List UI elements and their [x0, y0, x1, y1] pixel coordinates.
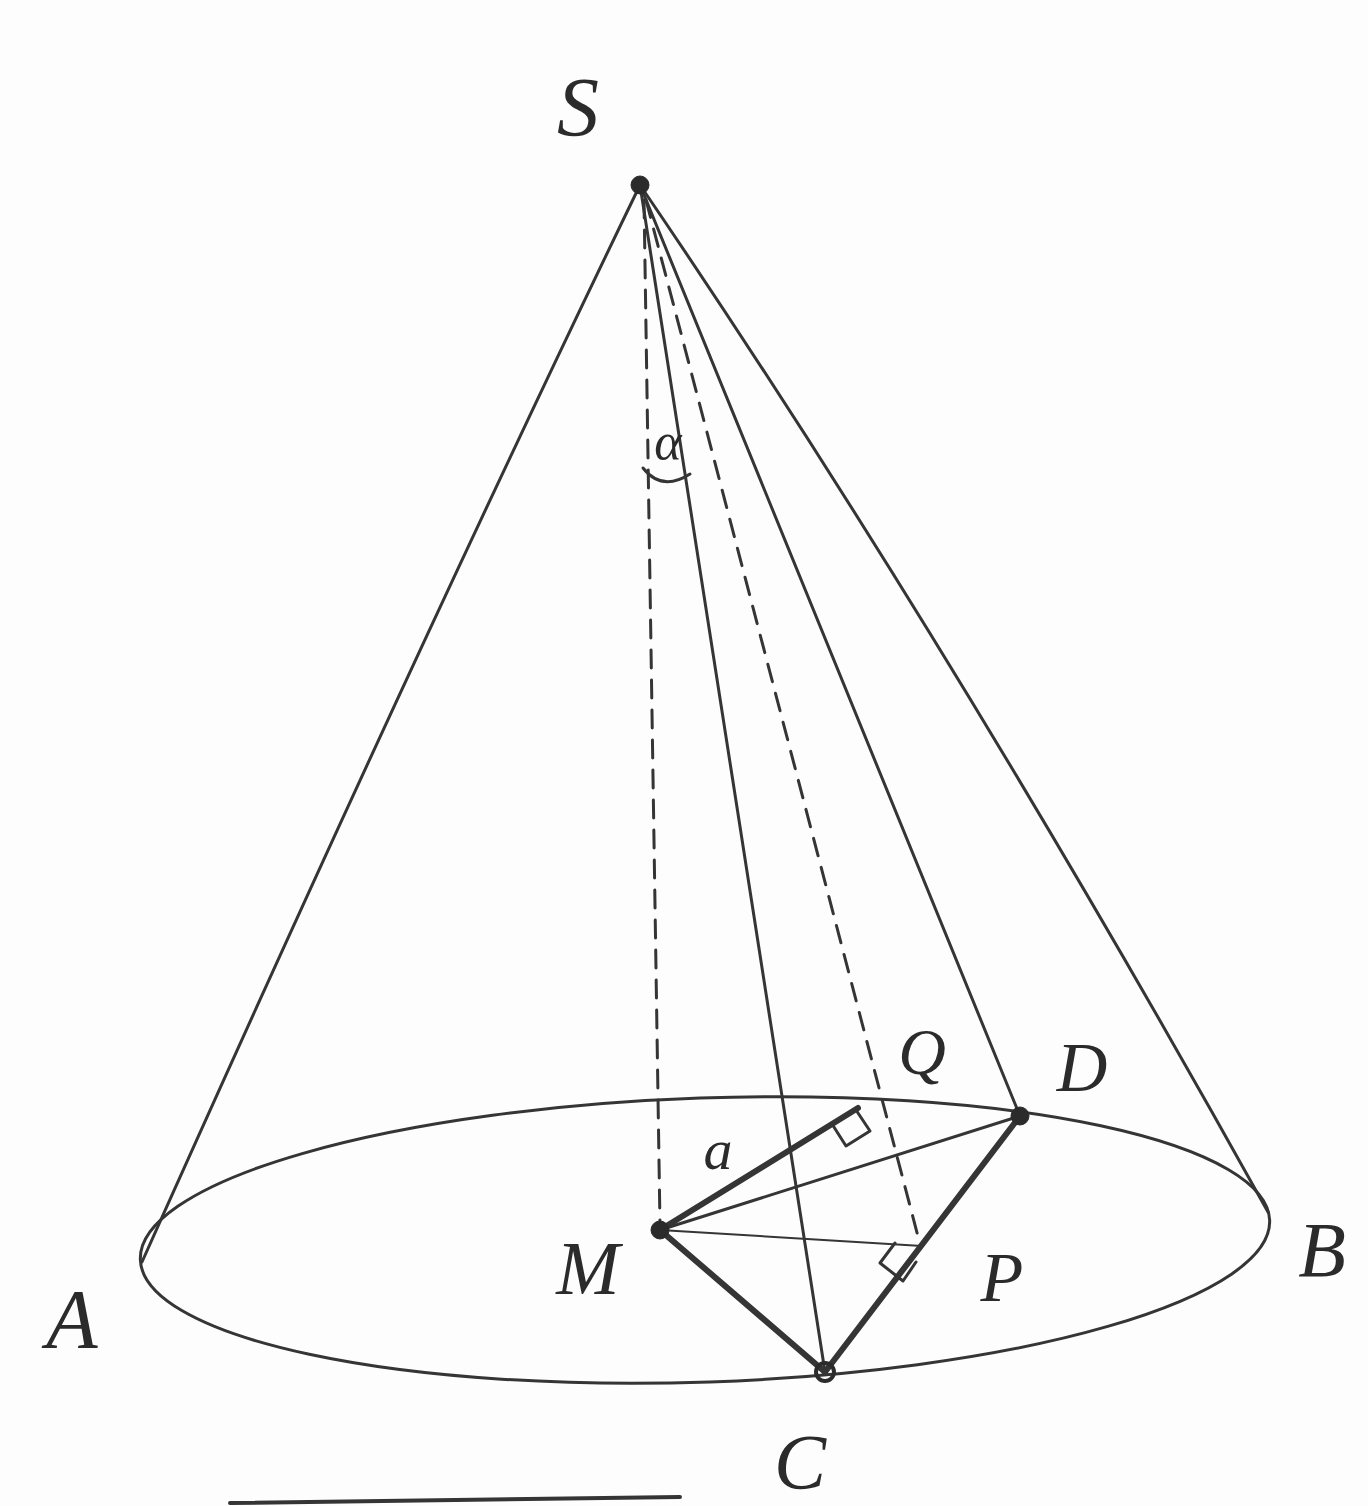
point-dot — [631, 176, 649, 194]
point-label: S — [557, 66, 599, 150]
right-angle-mark — [880, 1243, 916, 1281]
edge-sc — [640, 185, 825, 1372]
point-dot — [816, 1363, 834, 1381]
generator-line — [142, 185, 640, 1262]
segment-mp — [660, 1230, 922, 1246]
apothem-line — [646, 200, 920, 1244]
cone-base — [135, 1078, 1274, 1401]
point-dot — [1011, 1107, 1029, 1125]
point-label: M — [556, 1230, 619, 1306]
segment-md — [660, 1116, 1020, 1230]
point-label: P — [981, 1243, 1024, 1313]
generator-line — [640, 185, 1268, 1212]
angle-arc — [643, 468, 690, 482]
stray-line — [230, 1497, 680, 1503]
segment-mq — [660, 1108, 858, 1230]
point-label: A — [46, 1278, 97, 1362]
point-label: Q — [898, 1019, 946, 1085]
height-line — [644, 200, 660, 1225]
point-label: B — [1298, 1211, 1346, 1289]
right-angle-mark — [832, 1110, 870, 1146]
point-label: D — [1057, 1033, 1108, 1103]
point-label: C — [774, 1423, 826, 1501]
point-dot — [651, 1221, 669, 1239]
segment-mc — [660, 1230, 825, 1372]
edge-sd — [640, 185, 1020, 1116]
length-label: a — [704, 1121, 733, 1179]
angle-label: α — [654, 416, 681, 468]
